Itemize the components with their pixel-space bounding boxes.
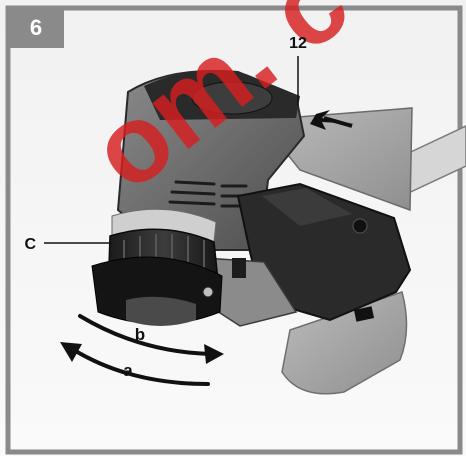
figure-frame [5,5,463,455]
spool-hub [126,296,196,326]
lock-slot [232,258,246,278]
rotation-arrow-a-head [60,342,82,362]
guard-shield-lower [281,291,408,395]
callout-12-label: 12 [289,35,307,52]
latch-tab [353,306,375,322]
direction-b-label: b [135,325,145,344]
rotation-arrow-b [78,314,212,356]
line-eyelet [202,286,214,298]
direction-a-label: a [123,361,133,380]
rotation-arrow-a [72,348,210,386]
side-cover-ridge [262,188,352,226]
figure-number-badge [8,8,64,48]
callout-c-label: C [24,236,36,253]
rotation-arrow-b-head [204,344,224,364]
insert-arrow-shaft [323,116,353,128]
motor-cap-top [191,81,273,115]
figure-number: 6 [29,15,43,40]
screw-head [352,218,368,234]
